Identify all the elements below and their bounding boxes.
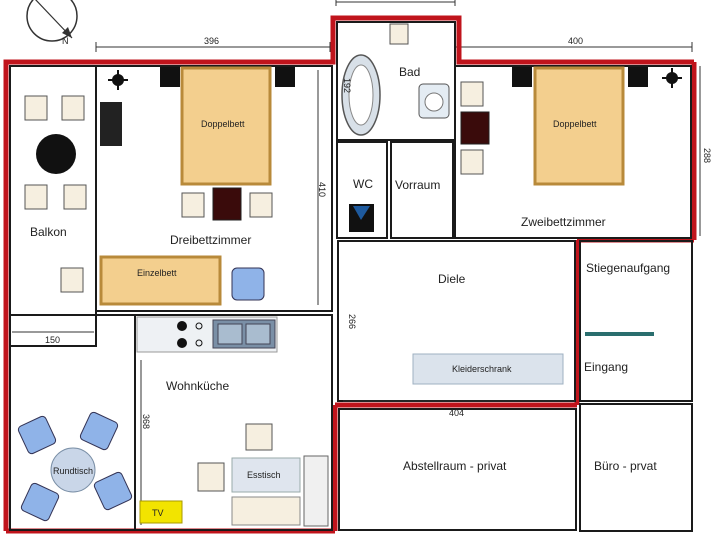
balcony-chair (63, 184, 87, 210)
room-label-bad: Bad (399, 65, 420, 79)
bed-label-doppelbett-left: Doppelbett (201, 119, 245, 129)
three-bed-room: Doppelbett Dreibettzimmer Einzelbett 410 (99, 66, 327, 306)
wardrobe (412, 353, 564, 385)
balcony-table (36, 134, 76, 174)
balcony: Balkon 150 (12, 95, 94, 345)
room-label-dreibettzimmer: Dreibettzimmer (170, 233, 251, 247)
tv (139, 500, 183, 524)
dimension-dreibett: 410 (317, 182, 327, 197)
dimension-top-right: 400 (568, 36, 583, 46)
stove-burner (177, 338, 187, 348)
dimension-top-left: 396 (204, 36, 219, 46)
room-label-balkon: Balkon (30, 225, 67, 239)
balcony-chair (24, 184, 48, 210)
compass-arrow-icon (62, 27, 72, 38)
compass-north-label: N (62, 36, 69, 46)
room-label-buero: Büro - prvat (594, 459, 657, 473)
bed-label-doppelbett-right: Doppelbett (553, 119, 597, 129)
two-bed-room: Doppelbett Zweibettzimmer 288 (460, 66, 712, 236)
kitchen-living: Wohnküche 368 Esstisch TV (136, 316, 329, 527)
dimension-storage: 404 (449, 408, 464, 418)
room-label-wc: WC (353, 177, 373, 191)
hallway: Diele Kleiderschrank 266 (347, 272, 564, 385)
wardrobe-label: Kleiderschrank (452, 364, 512, 374)
round-table (50, 447, 96, 493)
inner-walls (9, 21, 693, 532)
dimension-balkon: 150 (45, 335, 60, 345)
room-label-eingang: Eingang (584, 360, 628, 374)
dimension-right-height: 288 (702, 148, 712, 163)
radiator (100, 102, 122, 146)
single-bed (99, 255, 222, 306)
stove-burner (177, 321, 187, 331)
armchair (231, 267, 265, 301)
balcony-chair (60, 267, 84, 293)
room-label-stiegenaufgang: Stiegenaufgang (586, 261, 670, 275)
nightstand-table (212, 187, 242, 221)
balcony-chair (24, 95, 48, 121)
bed-label-einzelbett: Einzelbett (137, 268, 177, 278)
double-bed-left (180, 66, 272, 186)
balcony-chair (61, 95, 85, 121)
room-label-vorraum: Vorraum (395, 178, 440, 192)
compass-rose: N (26, 0, 78, 46)
double-bed-right (533, 66, 625, 186)
top-dimensions: 396 400 (95, 0, 693, 52)
plant-icon (662, 68, 682, 88)
room-label-zweibettzimmer: Zweibettzimmer (521, 215, 606, 229)
room-label-diele: Diele (438, 272, 466, 286)
room-label-abstellraum: Abstellraum - privat (403, 459, 507, 473)
dining-table (231, 457, 301, 493)
staircase-entrance: Stiegenaufgang Eingang (584, 261, 670, 374)
bathroom-stool (389, 23, 409, 45)
wc-room: WC (349, 177, 374, 232)
dimension-wohnkueche: 368 (141, 414, 151, 429)
fridge (303, 455, 329, 527)
tv-label: TV (152, 508, 164, 518)
round-table-area: Rundtisch (17, 411, 133, 522)
dimension-bad: 192 (342, 78, 352, 93)
round-table-label: Rundtisch (53, 466, 93, 476)
bathroom: 192 Bad (341, 23, 450, 136)
dimension-diele: 266 (347, 314, 357, 329)
room-label-wohnkueche: Wohnküche (166, 379, 229, 393)
plant-icon (108, 70, 128, 90)
dining-table-label: Esstisch (247, 470, 281, 480)
